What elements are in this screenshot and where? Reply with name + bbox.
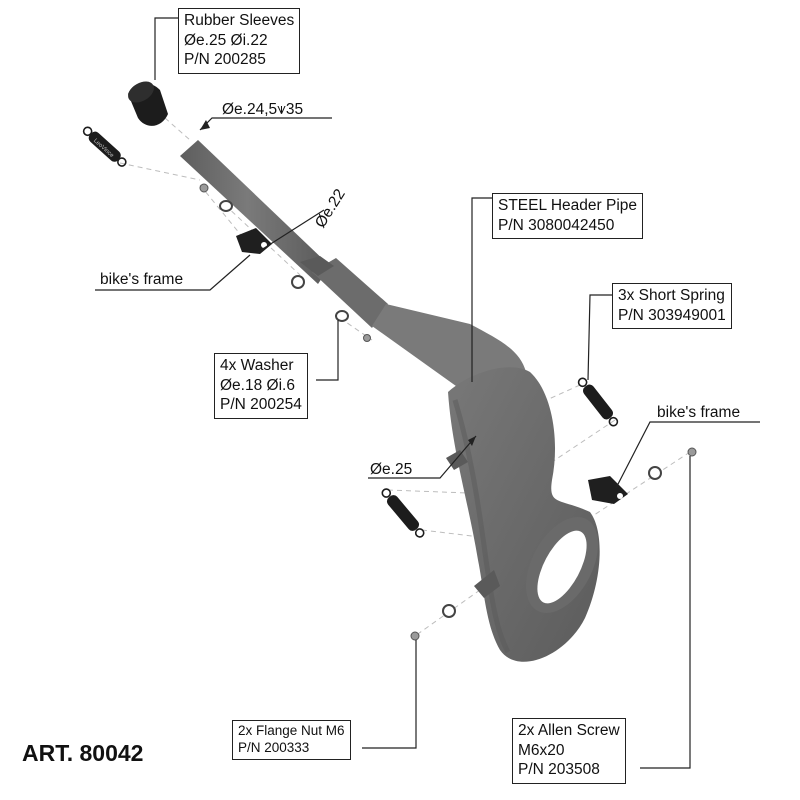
frame-bracket-right bbox=[588, 476, 628, 504]
spring-right bbox=[577, 377, 619, 427]
dimension-arrows bbox=[200, 120, 476, 446]
leader-lines bbox=[95, 17, 760, 769]
callout-flange-nut: 2x Flange Nut M6 P/N 200333 bbox=[232, 720, 351, 760]
steel-header-pipe bbox=[180, 140, 600, 662]
label-dim-chamber: Øe.25 bbox=[370, 461, 413, 478]
allen-screw-size: M6x20 bbox=[518, 741, 565, 759]
rubber-sleeves-title: Rubber Sleeves bbox=[184, 12, 295, 29]
flange-nut-pn: P/N 200333 bbox=[238, 739, 310, 755]
short-spring-pn: P/N 303949001 bbox=[618, 306, 726, 324]
callout-allen-screw: 2x Allen Screw M6x20 P/N 203508 bbox=[512, 718, 626, 784]
rubber-sleeve bbox=[128, 81, 168, 126]
allen-screw-pn: P/N 203508 bbox=[518, 761, 600, 778]
label-frame-right: bike's frame bbox=[657, 404, 741, 421]
washers bbox=[219, 200, 662, 618]
short-spring-title: 3x Short Spring bbox=[618, 287, 725, 304]
header-pipe-title: STEEL Header Pipe bbox=[498, 197, 638, 214]
rubber-sleeves-pn: P/N 200285 bbox=[184, 51, 266, 68]
washer-title: 4x Washer bbox=[220, 357, 294, 374]
spring-left-top bbox=[82, 126, 127, 167]
allen-screw-title: 2x Allen Screw bbox=[518, 722, 620, 739]
label-frame-left: bike's frame bbox=[100, 271, 184, 288]
rubber-sleeves-diameters: Øe.25 Øi.22 bbox=[184, 31, 268, 49]
spring-left-bottom bbox=[381, 488, 425, 538]
flange-nut-title: 2x Flange Nut M6 bbox=[238, 723, 345, 738]
header-pipe-pn: P/N 3080042450 bbox=[498, 216, 615, 234]
callout-rubber-sleeves: Rubber Sleeves Øe.25 Øi.22 P/N 200285 bbox=[178, 8, 301, 74]
article-number: ART. 80042 bbox=[22, 740, 144, 766]
callout-washer: 4x Washer Øe.18 Øi.6 P/N 200254 bbox=[214, 353, 308, 419]
fasteners bbox=[199, 183, 697, 641]
washer-pn: P/N 200254 bbox=[220, 396, 302, 413]
label-dim-inlet: Øe.24,5⩛35 bbox=[222, 101, 304, 118]
washer-diameters: Øe.18 Øi.6 bbox=[220, 376, 295, 394]
frame-bracket-left bbox=[236, 228, 272, 254]
callout-header-pipe: STEEL Header Pipe P/N 3080042450 bbox=[492, 193, 644, 239]
callout-short-spring: 3x Short Spring P/N 303949001 bbox=[612, 283, 732, 329]
